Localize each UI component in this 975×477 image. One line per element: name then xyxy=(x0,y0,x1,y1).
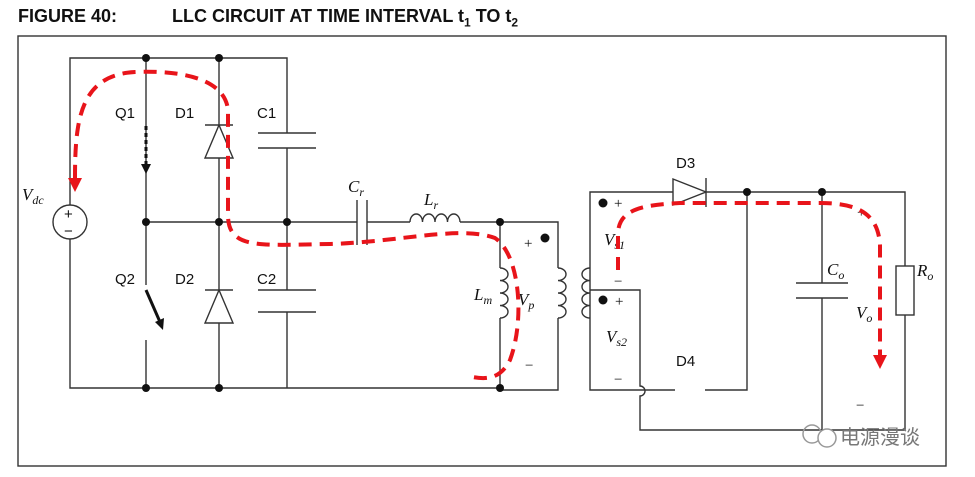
lm-inductor: Lm xyxy=(473,267,509,319)
vs1-plus: + xyxy=(614,196,622,212)
vdc-minus: − xyxy=(64,223,73,240)
cr-capacitor: Cr xyxy=(348,177,368,245)
primary-current-arrow-icon xyxy=(68,178,82,192)
vs2-label: Vs2 xyxy=(606,327,627,349)
lr-label: Lr xyxy=(423,190,438,212)
vs2-plus: + xyxy=(615,294,623,310)
ro-resistor: Ro xyxy=(895,261,933,316)
caption-sub1: 1 xyxy=(464,15,471,30)
d4-label: D4 xyxy=(676,353,695,370)
vdc-source: + − Vdc xyxy=(22,185,88,240)
watermark: 电源漫谈 xyxy=(802,424,920,449)
figure-title: FIGURE 40: LLC CIRCUIT AT TIME INTERVAL … xyxy=(18,6,518,30)
cr-label: Cr xyxy=(348,177,364,199)
vo-label: Vo xyxy=(856,303,872,325)
c2-label: C2 xyxy=(257,271,276,288)
d2-label: D2 xyxy=(175,271,194,288)
q2-switch: Q2 xyxy=(115,271,164,330)
watermark-text: 电源漫谈 xyxy=(840,425,920,449)
secondary-wires xyxy=(581,191,906,431)
lm-label: Lm xyxy=(473,285,492,307)
d3-diode: D3 xyxy=(672,155,708,207)
vdc-plus: + xyxy=(64,206,73,223)
secondary-labels: + − + − Vs1 Vs2 xyxy=(598,196,627,388)
figure-frame xyxy=(17,35,947,467)
lr-inductor: Lr xyxy=(409,190,461,223)
vo-label-group: + Vo − xyxy=(856,205,872,414)
figure-caption: LLC CIRCUIT AT TIME INTERVAL t1 TO t2 xyxy=(172,6,518,30)
d1-diode: D1 xyxy=(175,105,235,159)
co-label: Co xyxy=(827,260,844,282)
primary-current-path xyxy=(68,69,521,380)
c1-label: C1 xyxy=(257,105,276,122)
vs2-minus: − xyxy=(614,372,622,388)
d1-label: D1 xyxy=(175,105,194,122)
transformer-primary: + − Vp xyxy=(518,233,567,374)
vdc-label: Vdc xyxy=(22,185,44,207)
d2-diode: D2 xyxy=(175,271,235,324)
caption-sub2: 2 xyxy=(511,15,519,30)
vp-label: Vp xyxy=(518,290,534,312)
vp-plus: + xyxy=(524,236,532,252)
figure-number: FIGURE 40: xyxy=(18,6,118,26)
q1-label: Q1 xyxy=(115,105,135,122)
c2-capacitor: C2 xyxy=(257,271,316,313)
caption-text: LLC CIRCUIT AT TIME INTERVAL t xyxy=(172,6,465,26)
vs1-minus: − xyxy=(614,274,622,290)
ro-label: Ro xyxy=(916,261,933,283)
caption-mid: TO t xyxy=(470,6,512,26)
secondary-current-path xyxy=(616,201,887,369)
d3-label: D3 xyxy=(676,155,695,172)
junction-nodes xyxy=(142,54,826,392)
vp-minus: − xyxy=(525,358,533,374)
vo-minus: − xyxy=(856,398,864,414)
q1-switch: Q1 xyxy=(115,105,151,174)
q2-label: Q2 xyxy=(115,271,135,288)
co-capacitor: Co xyxy=(796,260,848,299)
c1-capacitor: C1 xyxy=(257,105,316,149)
vs1-label: Vs1 xyxy=(604,230,625,252)
secondary-current-arrow-icon xyxy=(873,355,887,369)
